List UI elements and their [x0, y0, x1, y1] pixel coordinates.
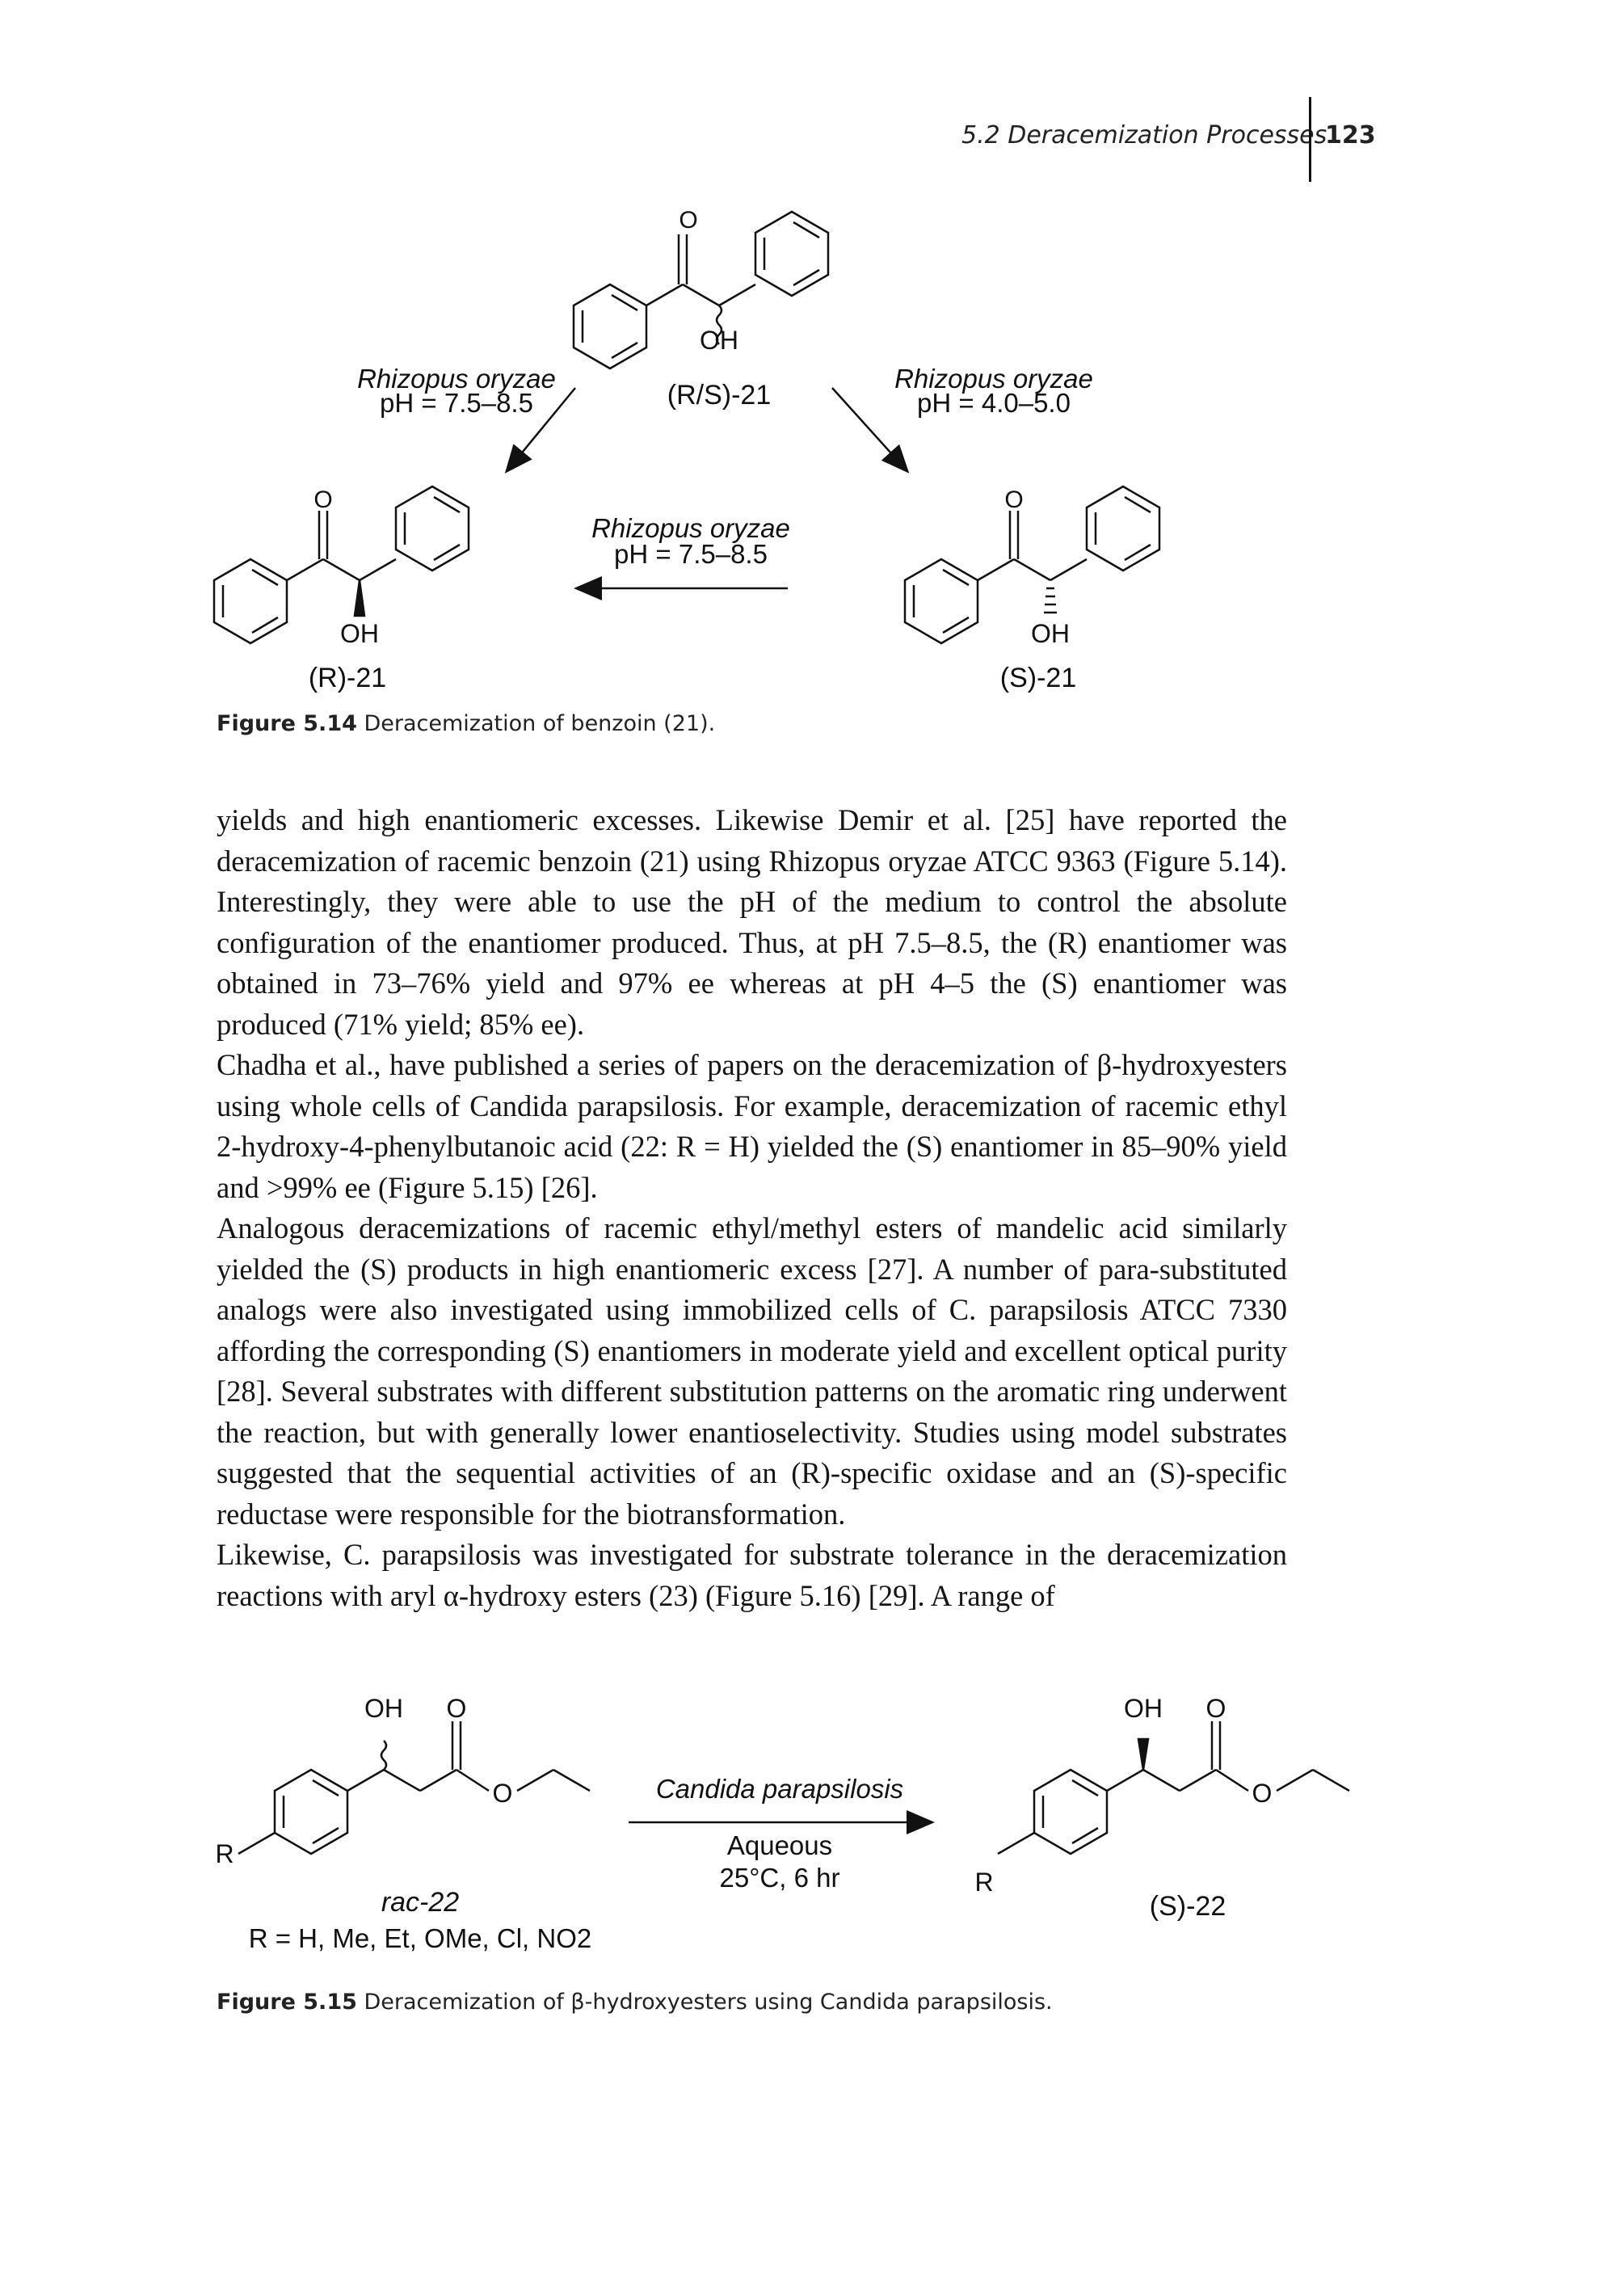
rac-r-label: R — [215, 1839, 234, 1868]
arrow-enzyme-label: Candida parapsilosis — [656, 1774, 903, 1804]
paragraph: Likewise, C. parapsilosis was investigat… — [217, 1538, 1287, 1612]
benzoin-racemic-structure — [572, 210, 830, 370]
s-carbonyl-o: O — [1206, 1694, 1226, 1723]
r-groups-label: R = H, Me, Et, OMe, Cl, NO2 — [249, 1923, 592, 1953]
s-product-label: (S)-21 — [1000, 663, 1076, 693]
page-number: 123 — [1325, 121, 1376, 150]
top-oh-label: OH — [700, 326, 738, 355]
caption-text: Deracemization of benzoin (21). — [364, 711, 716, 736]
caption-number: Figure 5.15 — [217, 1990, 357, 2015]
right-arrow-ph: pH = 4.0–5.0 — [917, 388, 1071, 418]
s-oh-label: OH — [1124, 1694, 1163, 1723]
s-r-label: R — [974, 1868, 993, 1897]
arrow-to-s — [831, 387, 910, 474]
left-arrow-enzyme: Rhizopus oryzae — [357, 364, 556, 394]
s-oh-label: OH — [1031, 619, 1070, 648]
caption-number: Figure 5.14 — [217, 711, 357, 736]
rac-oh-label: OH — [364, 1694, 403, 1723]
wedge-bond — [353, 579, 366, 617]
rac-22-label: rac-22 — [381, 1887, 459, 1918]
paragraph: Analogous deracemizations of racemic eth… — [217, 1211, 1287, 1531]
arrow-condition-2: 25°C, 6 hr — [720, 1863, 840, 1893]
figure-5-15-scheme: OH O O R rac-22 R = H, Me, Et, OMe, Cl, … — [215, 1694, 1350, 1953]
figure-5-14-scheme: O OH (R/S)-21 Rhizopus oryzae pH = 7.5–8… — [212, 207, 1161, 693]
arrow-condition-1: Aqueous — [727, 1830, 832, 1860]
arrow-to-r — [504, 387, 576, 474]
r-product-label: (R)-21 — [309, 663, 386, 693]
rac-carbonyl-o: O — [447, 1694, 467, 1723]
header-divider — [1309, 97, 1311, 182]
running-header-section: 5.2 Deracemization Processes — [961, 121, 1327, 150]
benzoin-s-structure — [903, 485, 1161, 645]
s-22-label: (S)-22 — [1150, 1891, 1226, 1922]
figure-5-15-caption: Figure 5.15 Deracemization of β-hydroxye… — [217, 1990, 1053, 2015]
middle-arrow-ph: pH = 7.5–8.5 — [614, 539, 768, 569]
figure-5-14-caption: Figure 5.14 Deracemization of benzoin (2… — [217, 711, 715, 736]
paragraph: yields and high enantiomeric excesses. L… — [217, 803, 1287, 1041]
substrate-label: (R/S)-21 — [667, 380, 771, 411]
wedge-bond — [1137, 1737, 1150, 1771]
s-ester-o: O — [1252, 1779, 1273, 1808]
body-text: yields and high enantiomeric excesses. L… — [217, 800, 1287, 1616]
benzoin-r-structure — [212, 485, 470, 645]
left-arrow-ph: pH = 7.5–8.5 — [380, 388, 533, 418]
s-carbonyl-o: O — [1004, 486, 1023, 513]
right-arrow-enzyme: Rhizopus oryzae — [894, 364, 1093, 394]
r-oh-label: OH — [340, 619, 379, 648]
carbonyl-o-label: O — [679, 207, 697, 234]
rac-ester-o: O — [493, 1779, 513, 1808]
s-22-structure — [997, 1721, 1350, 1855]
rac-22-structure — [238, 1721, 591, 1855]
middle-arrow-enzyme: Rhizopus oryzae — [591, 513, 790, 543]
r-carbonyl-o: O — [313, 486, 332, 513]
caption-text: Deracemization of β-hydroxyesters using … — [364, 1990, 1053, 2015]
paragraph: Chadha et al., have published a series o… — [217, 1048, 1287, 1204]
